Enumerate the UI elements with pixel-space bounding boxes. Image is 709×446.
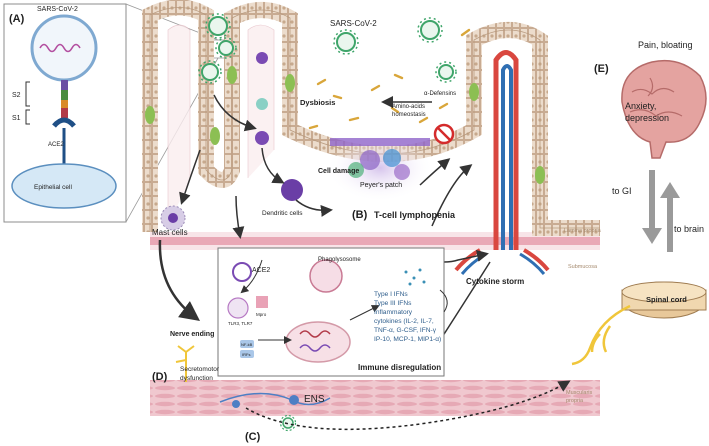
tlr-label: TLR3, TLR7 <box>228 321 253 326</box>
panel-e-label: (E) <box>594 63 609 75</box>
panel-d-label: (D) <box>152 371 168 383</box>
epithelial-cell-label: Epithelial cell <box>34 184 72 191</box>
s1-label: S1 <box>12 115 21 122</box>
cytokine-storm-label: Cytokine storm <box>466 277 524 286</box>
dendritic-cell-icon <box>281 179 303 201</box>
cns <box>571 59 707 366</box>
dendritic-cell-icon <box>256 52 268 64</box>
dysbiosis-label: Dysbiosis <box>300 98 335 107</box>
mpro-icon <box>256 296 268 308</box>
cytokine-item: Inflammatory <box>374 309 413 316</box>
cytokine-list: Type I IFNs Type III IFNs Inflammatory c… <box>374 291 441 343</box>
virus-icon <box>215 37 237 59</box>
immune-cells <box>160 52 303 231</box>
to-gi-label: to GI <box>612 186 632 196</box>
viral-rna <box>39 43 81 53</box>
anxiety-label-1: Anxiety, <box>625 101 656 111</box>
anxiety-label-2: depression <box>625 113 669 123</box>
secretomotor-label-2: dysfunction <box>180 375 213 382</box>
immune-disregulation-label: Immune disregulation <box>358 363 441 372</box>
nucleus-icon <box>285 321 351 363</box>
ens-label: ENS <box>304 394 325 405</box>
cell-damage-label: Cell damage <box>318 168 359 175</box>
to-brain-label: to brain <box>674 224 704 234</box>
secretomotor-label-1: Secretomotor <box>180 366 220 373</box>
spike-s2-mid <box>61 90 68 100</box>
lining-outline <box>149 7 600 232</box>
epithelial-cell <box>11 163 117 209</box>
virus-icon <box>435 61 457 83</box>
cytokine-item: Type III IFNs <box>374 300 412 307</box>
peyers-patch-area <box>326 134 434 202</box>
virus-icon <box>333 29 359 55</box>
t-cell-lymphopenia-label: T-cell lymphopenia <box>374 210 456 220</box>
virus-icon <box>198 60 222 84</box>
cytokine-item: TNF-α, G-CSF, IFN-γ <box>374 327 437 334</box>
panel-c-label: (C) <box>245 431 261 443</box>
cytokine-item: IP-10, MCP-1, MIP1-α) <box>374 336 441 343</box>
nerves <box>175 345 571 431</box>
bacteria <box>308 28 471 130</box>
mast-cells-label: Mast cells <box>152 228 188 237</box>
virus-icon <box>232 262 252 282</box>
cytokine-item: Type I IFNs <box>374 291 408 298</box>
ace2-label: ACE2 <box>252 267 270 274</box>
muscularis-layer <box>150 380 600 416</box>
virus-inset-panel: (A) SARS-CoV-2 S2 S1 ACE2 Epithelial cel… <box>3 3 233 223</box>
irf-label: IRFs <box>242 352 250 357</box>
immune-box: ACE2 Phagolysosome TLR3, TLR7 Mpro NF-kB… <box>217 247 448 377</box>
amino-label-line1: Amino-acids <box>392 104 425 110</box>
virus-icon <box>279 414 297 432</box>
defensins-label: α-Defensins <box>424 91 456 97</box>
panel-a-label: (A) <box>9 13 25 25</box>
to-brain-arrowhead <box>660 182 680 198</box>
spinal-cord-label: Spinal cord <box>646 295 687 304</box>
nfkb-label: NF-kB <box>241 342 253 347</box>
virus-label: SARS-CoV-2 <box>330 19 377 28</box>
labels: SARS-CoV-2 Dysbiosis α-Defensins Amino-a… <box>152 19 704 443</box>
virion-title: SARS-CoV-2 <box>37 6 78 13</box>
panel-b-label: (B) <box>352 209 368 221</box>
pathway-arrows <box>158 94 491 357</box>
spike-s2-top <box>61 80 68 90</box>
s2-label: S2 <box>12 92 21 99</box>
nerve-ending-icon <box>175 345 195 382</box>
dendritic-cells-label: Dendritic cells <box>262 210 303 217</box>
phagolysosome-label: Phagolysosome <box>318 257 361 263</box>
pain-label: Pain, bloating <box>638 40 693 50</box>
spike-s2-low <box>61 100 68 108</box>
submucosa-label: Submucosa <box>568 264 598 270</box>
muscularis-label-2: propria <box>566 398 584 404</box>
spinal-nerves <box>571 304 631 366</box>
dendritic-cell-icon <box>255 131 269 145</box>
m-cells <box>330 138 430 146</box>
virus-particles <box>198 13 457 432</box>
muscularis-label-1: Muscularis <box>566 390 593 396</box>
spike-s1 <box>61 108 68 118</box>
mpro-label: Mpro <box>256 312 267 317</box>
ace2-receptor-head <box>52 117 76 128</box>
inset-ace2-label: ACE2 <box>48 142 64 148</box>
lamina-propria-label: Lamina propria <box>564 228 602 234</box>
artery <box>493 50 519 250</box>
virus-icon <box>417 17 443 43</box>
amino-label-line2: homeostasis <box>392 112 426 118</box>
virus-icon <box>205 13 231 39</box>
submucosa-band <box>150 237 600 245</box>
phagolysosome-icon <box>309 259 343 293</box>
to-gi-arrowhead <box>642 228 662 244</box>
gut-tissue <box>142 0 600 416</box>
brain-icon <box>621 59 707 159</box>
endosome-icon <box>227 297 249 319</box>
macrophage-icon <box>256 98 268 110</box>
vein <box>501 64 513 250</box>
nerve-ending-label: Nerve ending <box>170 331 214 338</box>
inhibition-icon <box>433 123 455 145</box>
cytokine-item: cytokines (IL-2, IL-7, <box>374 318 434 325</box>
peyers-patch-label: Peyer's patch <box>360 182 402 189</box>
